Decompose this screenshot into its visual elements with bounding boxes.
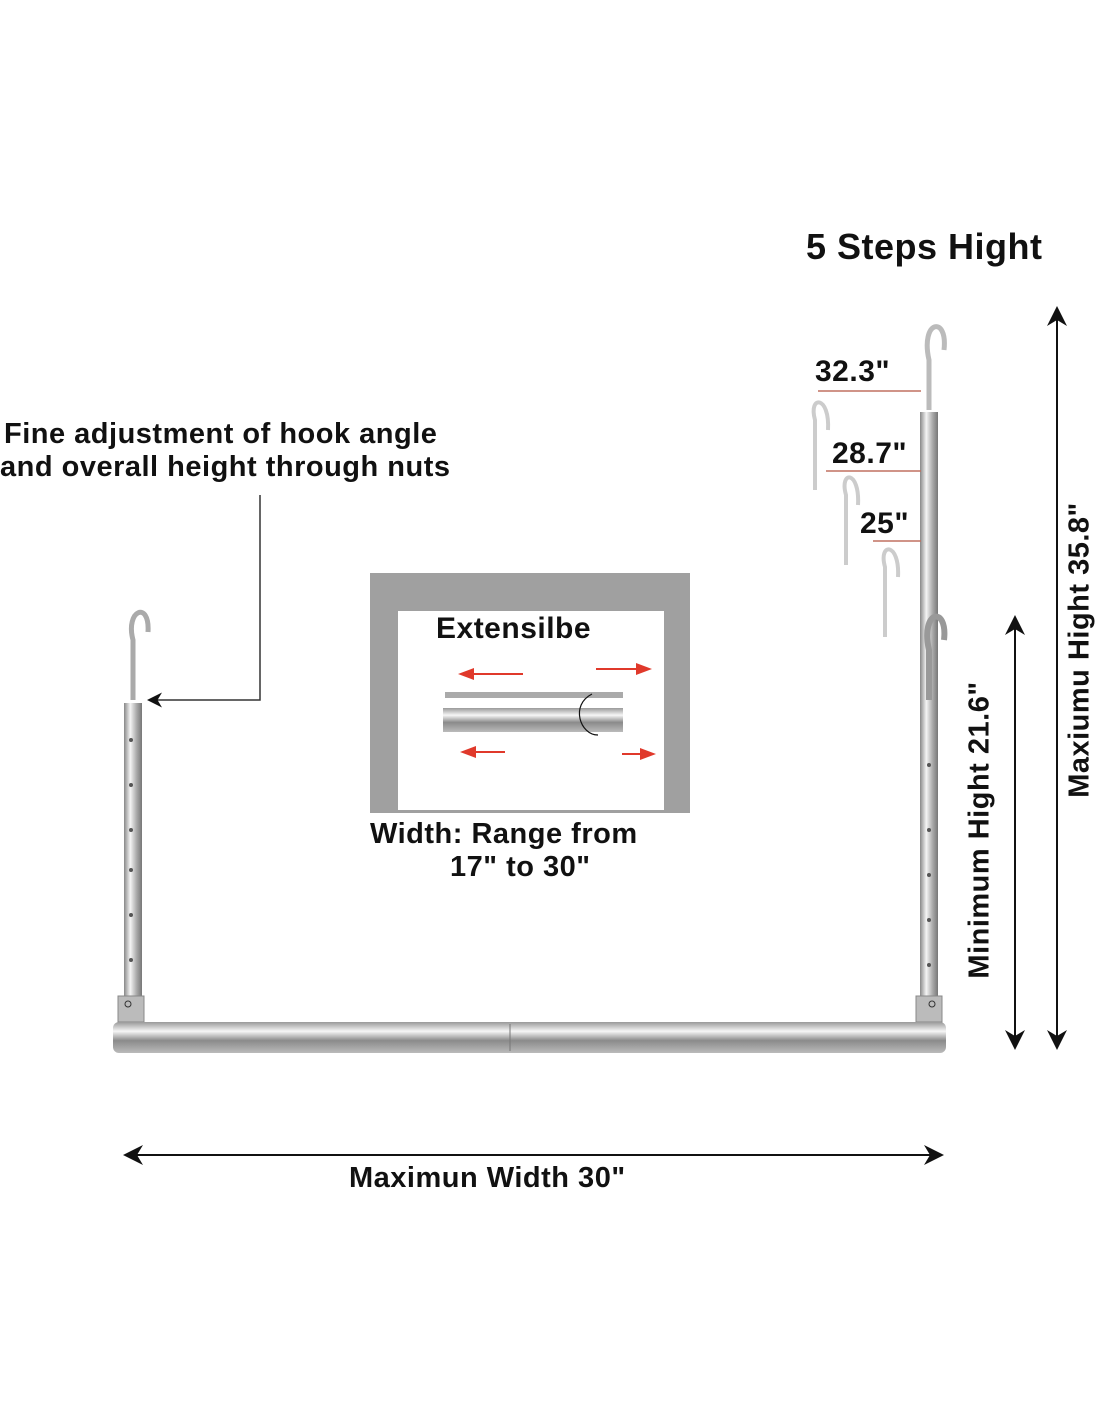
max-width-label: Maximun Width 30" [349,1162,626,1194]
right-pole [811,324,948,1023]
bottom-bar [113,1022,946,1053]
step-label-2: 28.7" [832,437,908,470]
annotation-line1: Fine adjustment of hook angle [4,418,438,450]
inset-caption-line2: 17" to 30" [450,851,591,883]
max-height-label: Maxiumu Hight 35.8" [1063,502,1096,798]
extensible-inset [370,573,690,813]
step-label-1: 32.3" [815,355,891,388]
leader-line [147,495,261,708]
step-label-3: 25" [860,507,910,540]
min-height-label: Minimum Hight 21.6" [963,681,996,979]
annotation-line2: and overall height through nuts [0,451,451,483]
inset-caption-line1: Width: Range from [370,818,638,850]
left-pole [117,609,151,1023]
diagram-title: 5 Steps Hight [806,226,1043,267]
inset-label: Extensilbe [436,612,592,645]
